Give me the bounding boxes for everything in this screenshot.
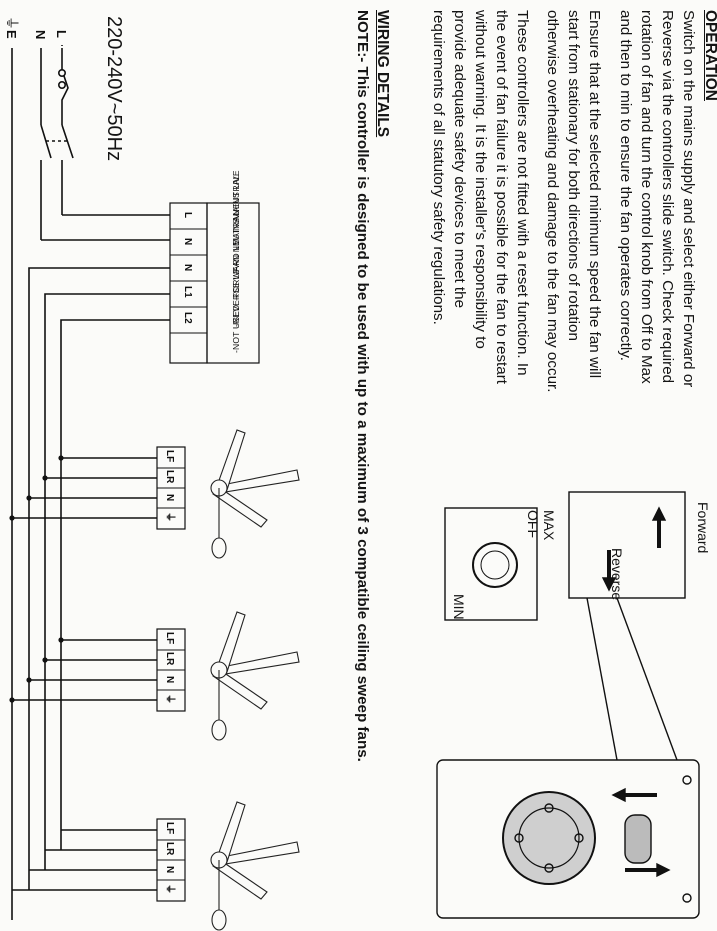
max-label: MAX bbox=[541, 510, 557, 541]
fan-1-terminal-lf: LF bbox=[164, 450, 175, 462]
controller-terminal-1: L bbox=[182, 212, 193, 218]
controller-terminal-3: N bbox=[182, 264, 193, 271]
controller-terminal-5: L2 bbox=[182, 312, 193, 324]
direction-switch-panel bbox=[444, 491, 686, 621]
ceiling-fan-2 bbox=[210, 611, 300, 741]
fan-2-terminal-lf: LF bbox=[164, 632, 175, 644]
ceiling-fan-3 bbox=[210, 801, 300, 931]
fan-3-terminal-n: N bbox=[164, 866, 175, 873]
fan-2-terminal-earth: ⏚ bbox=[164, 694, 176, 704]
controller-terminal-2: N bbox=[182, 238, 193, 245]
min-label: MIN bbox=[451, 594, 467, 620]
fan-3-terminal-lr: LR bbox=[164, 842, 175, 856]
fan-2-terminal-lr: LR bbox=[164, 652, 175, 666]
supply-earth-label: E bbox=[4, 30, 19, 39]
fan-3-terminal-earth: ⏚ bbox=[164, 884, 176, 894]
forward-label: Forward bbox=[695, 502, 711, 554]
controller-terminal-4: L1 bbox=[182, 286, 193, 298]
fan-2-terminal-n: N bbox=[164, 676, 175, 683]
earth-symbol-icon: ⏚ bbox=[4, 16, 20, 30]
supply-neutral-label: N bbox=[33, 30, 48, 39]
fan-1-terminal-n: N bbox=[164, 494, 175, 501]
off-label: OFF bbox=[525, 510, 541, 538]
controller-terminal-codes: L N N L1 L2 bbox=[182, 212, 193, 324]
live-wire bbox=[61, 48, 69, 125]
reverse-label: Reverse bbox=[609, 548, 625, 601]
supply-live-label: L bbox=[54, 30, 69, 38]
controller-faceplate bbox=[436, 597, 700, 919]
fan-1-terminal-earth: ⏚ bbox=[164, 512, 176, 522]
ceiling-fan-1 bbox=[210, 429, 300, 559]
controller-function-6: -NOT USED bbox=[231, 304, 241, 353]
fan-3-terminal-lf: LF bbox=[164, 822, 175, 834]
fan-1-terminal-lr: LR bbox=[164, 470, 175, 484]
